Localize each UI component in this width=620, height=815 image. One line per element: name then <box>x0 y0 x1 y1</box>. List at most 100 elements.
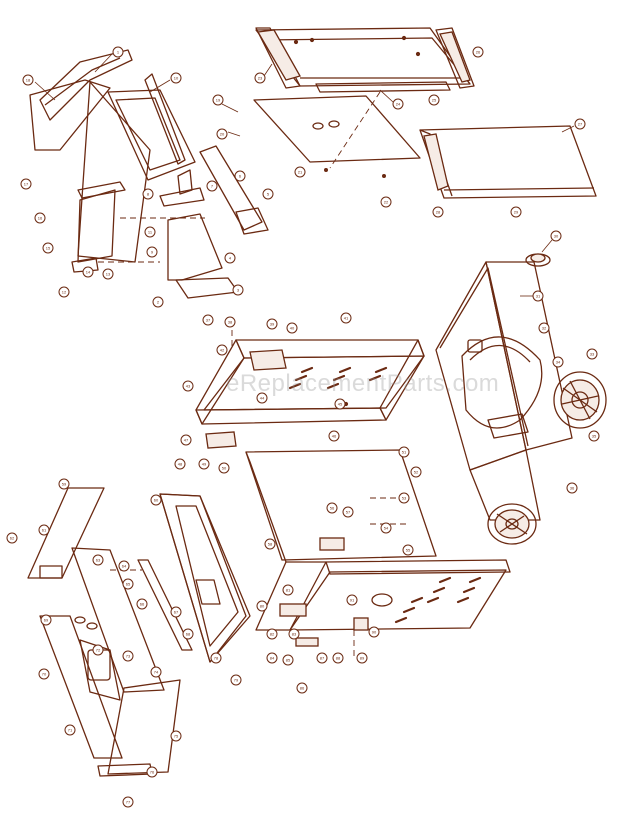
part-callout: 31 <box>532 290 544 302</box>
callout-number: 55 <box>406 548 411 553</box>
callout-number: 18 <box>26 78 31 83</box>
part-callout: 90 <box>368 626 380 638</box>
callout-number: 80 <box>260 604 265 609</box>
callout-bubble <box>20 178 32 190</box>
part-callout: 62 <box>6 532 18 544</box>
callout-bubble <box>218 462 230 474</box>
callout-number: 28 <box>436 210 441 215</box>
callout-bubble <box>346 594 358 606</box>
callout-bubble <box>266 318 278 330</box>
callout-bubble <box>510 206 522 218</box>
callout-number: 6 <box>239 174 242 179</box>
callout-bubble <box>144 226 156 238</box>
part-callout: 48 <box>174 458 186 470</box>
callout-number: 24 <box>396 102 401 107</box>
callout-number: 11 <box>148 230 153 235</box>
callout-number: 1 <box>117 50 120 55</box>
callout-bubble <box>202 314 214 326</box>
callout-number: 47 <box>184 438 189 443</box>
part-callout: 46 <box>328 430 340 442</box>
callout-bubble <box>296 682 308 694</box>
callout-bubble <box>206 180 218 192</box>
center-heat-plate <box>221 91 421 178</box>
part-callout: 60 <box>150 494 162 506</box>
part-callout: 55 <box>402 544 414 556</box>
callout-number: 42 <box>220 348 225 353</box>
callout-bubble <box>294 166 306 178</box>
part-callout: 10 <box>170 72 182 84</box>
callout-bubble <box>566 482 578 494</box>
callout-number: 46 <box>332 434 337 439</box>
callout-number: 58 <box>268 542 273 547</box>
callout-bubble <box>150 666 162 678</box>
callout-number: 36 <box>570 486 575 491</box>
callout-number: 63 <box>96 558 101 563</box>
callout-number: 30 <box>554 234 559 239</box>
top-center-lid-assembly <box>255 27 475 103</box>
callout-number: 65 <box>126 582 131 587</box>
callout-number: 85 <box>286 658 291 663</box>
part-callout: 57 <box>342 506 354 518</box>
callout-bubble <box>254 72 266 84</box>
callout-number: 16 <box>38 216 43 221</box>
callout-number: 84 <box>270 656 275 661</box>
part-callout: 2 <box>152 296 164 308</box>
callout-number: 62 <box>10 536 15 541</box>
part-callout: 70 <box>38 668 50 680</box>
callout-number: 73 <box>126 654 131 659</box>
callout-bubble <box>256 392 268 404</box>
callout-number: 83 <box>292 632 297 637</box>
callout-bubble <box>146 766 158 778</box>
callout-number: 89 <box>360 656 365 661</box>
callout-bubble <box>368 626 380 638</box>
callout-number: 50 <box>222 466 227 471</box>
callout-number: 82 <box>270 632 275 637</box>
part-callout: 58 <box>264 538 276 550</box>
callout-number: 15 <box>46 246 51 251</box>
callout-bubble <box>136 598 148 610</box>
callout-number: 70 <box>42 672 47 677</box>
callout-bubble <box>550 230 562 242</box>
callout-number: 72 <box>96 648 101 653</box>
callout-number: 88 <box>336 656 341 661</box>
callout-bubble <box>112 46 124 58</box>
top-left-side-panel-assembly <box>29 49 269 299</box>
callout-bubble <box>142 188 154 200</box>
part-callout: 15 <box>42 242 54 254</box>
callout-bubble <box>122 650 134 662</box>
part-callout: 22 <box>380 196 392 208</box>
part-callout: 23 <box>254 72 266 84</box>
callout-number: 10 <box>174 76 179 81</box>
part-callout: 72 <box>92 644 104 656</box>
part-callout: 9 <box>146 246 158 258</box>
callout-bubble <box>380 196 392 208</box>
part-callout: 67 <box>170 606 182 618</box>
part-callout: 71 <box>64 724 76 736</box>
callout-number: 9 <box>151 250 154 255</box>
callout-bubble <box>232 284 244 296</box>
callout-bubble <box>64 724 76 736</box>
callout-bubble <box>224 252 236 264</box>
callout-number: 68 <box>186 632 191 637</box>
callout-number: 60 <box>154 498 159 503</box>
callout-number: 79 <box>234 678 239 683</box>
callout-bubble <box>38 524 50 536</box>
callout-bubble <box>82 266 94 278</box>
callout-bubble <box>264 538 276 550</box>
part-callout: 68 <box>182 628 194 640</box>
callout-number: 23 <box>258 76 263 81</box>
callout-bubble <box>150 494 162 506</box>
callout-number: 76 <box>150 770 155 775</box>
callout-bubble <box>342 506 354 518</box>
part-callout: 83 <box>288 628 300 640</box>
callout-number: 27 <box>578 122 583 127</box>
callout-bubble <box>6 532 18 544</box>
callout-bubble <box>266 628 278 640</box>
part-callout: 45 <box>334 398 346 410</box>
callout-bubble <box>316 652 328 664</box>
callout-number: 54 <box>384 526 389 531</box>
callout-number: 67 <box>174 610 179 615</box>
part-callout: 54 <box>380 522 392 534</box>
part-callout: 80 <box>256 600 268 612</box>
